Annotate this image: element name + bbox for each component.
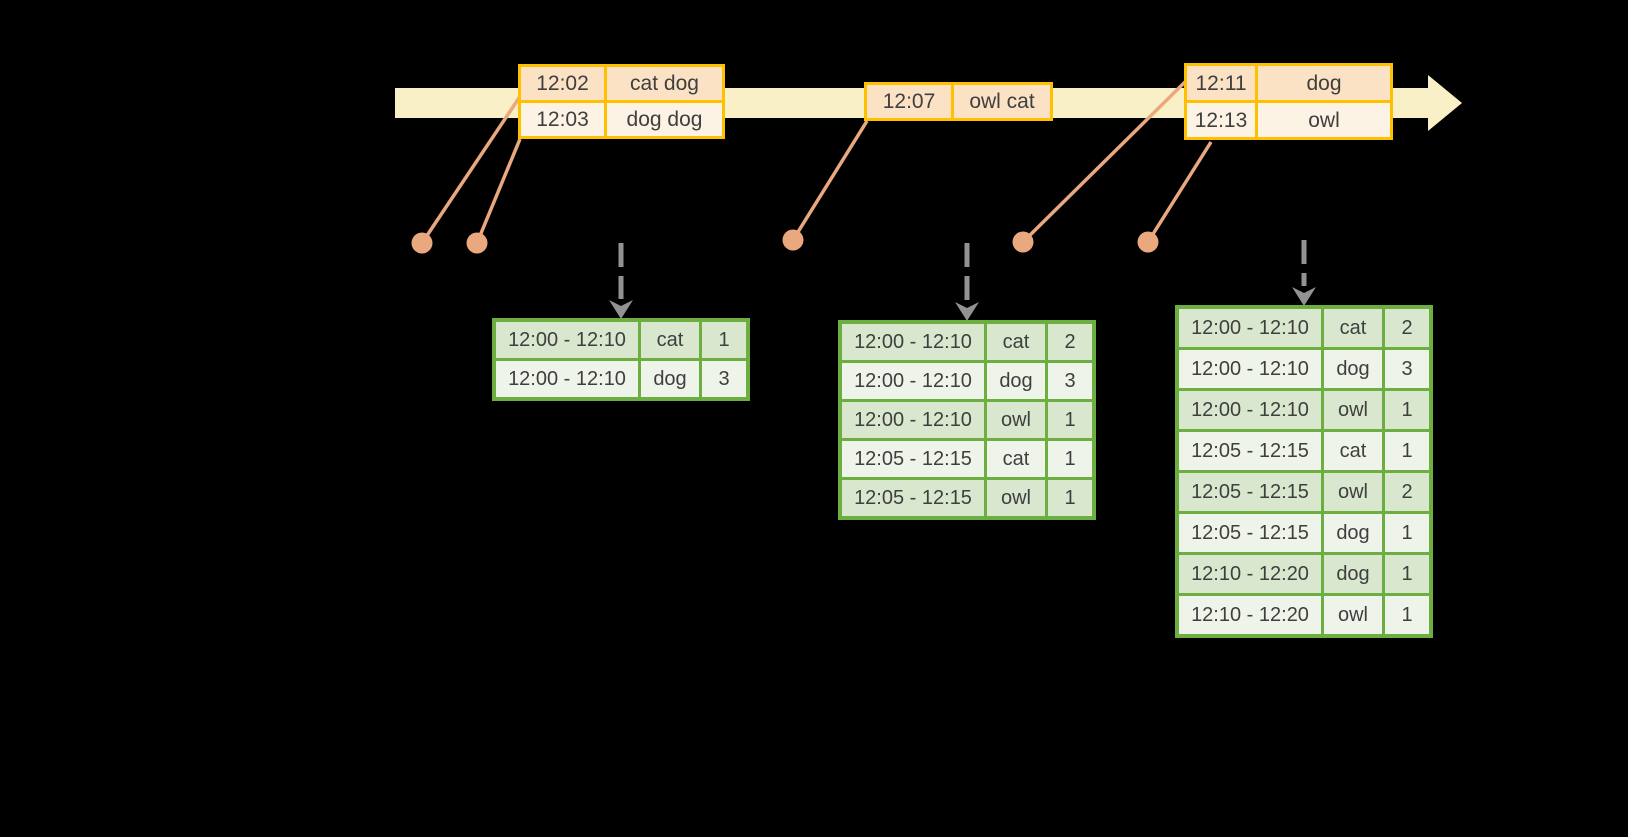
window-cell: 12:00 - 12:10: [1179, 391, 1321, 429]
window-cell: 12:00 - 12:10: [1179, 350, 1321, 388]
count-cell: 3: [1385, 350, 1429, 388]
event-words-cell: dog dog: [607, 103, 722, 136]
window-cell: 12:00 - 12:10: [496, 322, 638, 358]
word-cell: owl: [1324, 596, 1382, 634]
event-dot-icon: [782, 229, 804, 251]
window-cell: 12:05 - 12:15: [842, 441, 984, 477]
result-table: 12:00 - 12:10 cat 2 12:00 - 12:10 dog 3 …: [1175, 305, 1433, 638]
window-cell: 12:05 - 12:15: [1179, 514, 1321, 552]
event-time-cell: 12:03: [521, 103, 604, 136]
window-cell: 12:00 - 12:10: [1179, 309, 1321, 347]
event-table: 12:07 owl cat: [864, 82, 1053, 121]
window-cell: 12:05 - 12:15: [1179, 432, 1321, 470]
event-connector-line: [475, 138, 522, 244]
event-connector-line: [1021, 79, 1188, 244]
window-cell: 12:00 - 12:10: [842, 402, 984, 438]
event-time-cell: 12:11: [1187, 66, 1255, 100]
word-cell: dog: [1324, 555, 1382, 593]
word-cell: dog: [641, 361, 699, 397]
window-cell: 12:05 - 12:15: [842, 480, 984, 516]
trigger-arrow-icon: [609, 243, 633, 319]
result-table: 12:00 - 12:10 cat 1 12:00 - 12:10 dog 3: [492, 318, 750, 401]
event-dot-icon: [1012, 231, 1034, 253]
event-connector-line: [420, 94, 523, 244]
trigger-arrowhead: [955, 302, 979, 321]
event-words-cell: dog: [1258, 66, 1390, 100]
event-table: 12:11 dog 12:13 owl: [1184, 63, 1393, 140]
trigger-arrowhead: [609, 300, 633, 319]
word-cell: cat: [987, 441, 1045, 477]
word-cell: cat: [987, 324, 1045, 360]
event-words-cell: owl cat: [954, 85, 1050, 118]
count-cell: 1: [1385, 596, 1429, 634]
count-cell: 1: [1385, 555, 1429, 593]
timeline-arrowhead-icon: [1428, 75, 1462, 131]
window-cell: 12:10 - 12:20: [1179, 596, 1321, 634]
event-dot-icon: [411, 232, 433, 254]
window-cell: 12:00 - 12:10: [496, 361, 638, 397]
trigger-arrowhead: [1292, 287, 1316, 306]
event-time-cell: 12:13: [1187, 103, 1255, 137]
window-cell: 12:10 - 12:20: [1179, 555, 1321, 593]
count-cell: 2: [1048, 324, 1092, 360]
count-cell: 1: [1385, 514, 1429, 552]
word-cell: owl: [1324, 391, 1382, 429]
word-cell: cat: [641, 322, 699, 358]
count-cell: 1: [1385, 391, 1429, 429]
window-cell: 12:00 - 12:10: [842, 324, 984, 360]
word-cell: owl: [987, 480, 1045, 516]
event-connector-line: [1146, 141, 1213, 243]
event-words-cell: owl: [1258, 103, 1390, 137]
word-cell: dog: [1324, 350, 1382, 388]
event-connector-lines: [420, 79, 1213, 244]
event-connector-line: [791, 120, 869, 241]
event-dot-icon: [1137, 231, 1159, 253]
word-cell: cat: [1324, 309, 1382, 347]
word-cell: cat: [1324, 432, 1382, 470]
trigger-arrow-icon: [1292, 240, 1316, 306]
count-cell: 1: [1048, 480, 1092, 516]
result-table: 12:00 - 12:10 cat 2 12:00 - 12:10 dog 3 …: [838, 320, 1096, 520]
count-cell: 1: [1385, 432, 1429, 470]
trigger-arrow-icon: [955, 243, 979, 321]
count-cell: 2: [1385, 309, 1429, 347]
event-table: 12:02 cat dog 12:03 dog dog: [518, 64, 725, 139]
event-dots: [411, 229, 1159, 254]
count-cell: 1: [1048, 441, 1092, 477]
word-cell: dog: [987, 363, 1045, 399]
count-cell: 1: [702, 322, 746, 358]
count-cell: 2: [1385, 473, 1429, 511]
window-cell: 12:00 - 12:10: [842, 363, 984, 399]
count-cell: 3: [1048, 363, 1092, 399]
event-dot-icon: [466, 232, 488, 254]
event-words-cell: cat dog: [607, 67, 722, 100]
word-cell: owl: [987, 402, 1045, 438]
event-time-cell: 12:07: [867, 85, 951, 118]
window-cell: 12:05 - 12:15: [1179, 473, 1321, 511]
word-cell: owl: [1324, 473, 1382, 511]
count-cell: 1: [1048, 402, 1092, 438]
event-time-cell: 12:02: [521, 67, 604, 100]
word-cell: dog: [1324, 514, 1382, 552]
count-cell: 3: [702, 361, 746, 397]
